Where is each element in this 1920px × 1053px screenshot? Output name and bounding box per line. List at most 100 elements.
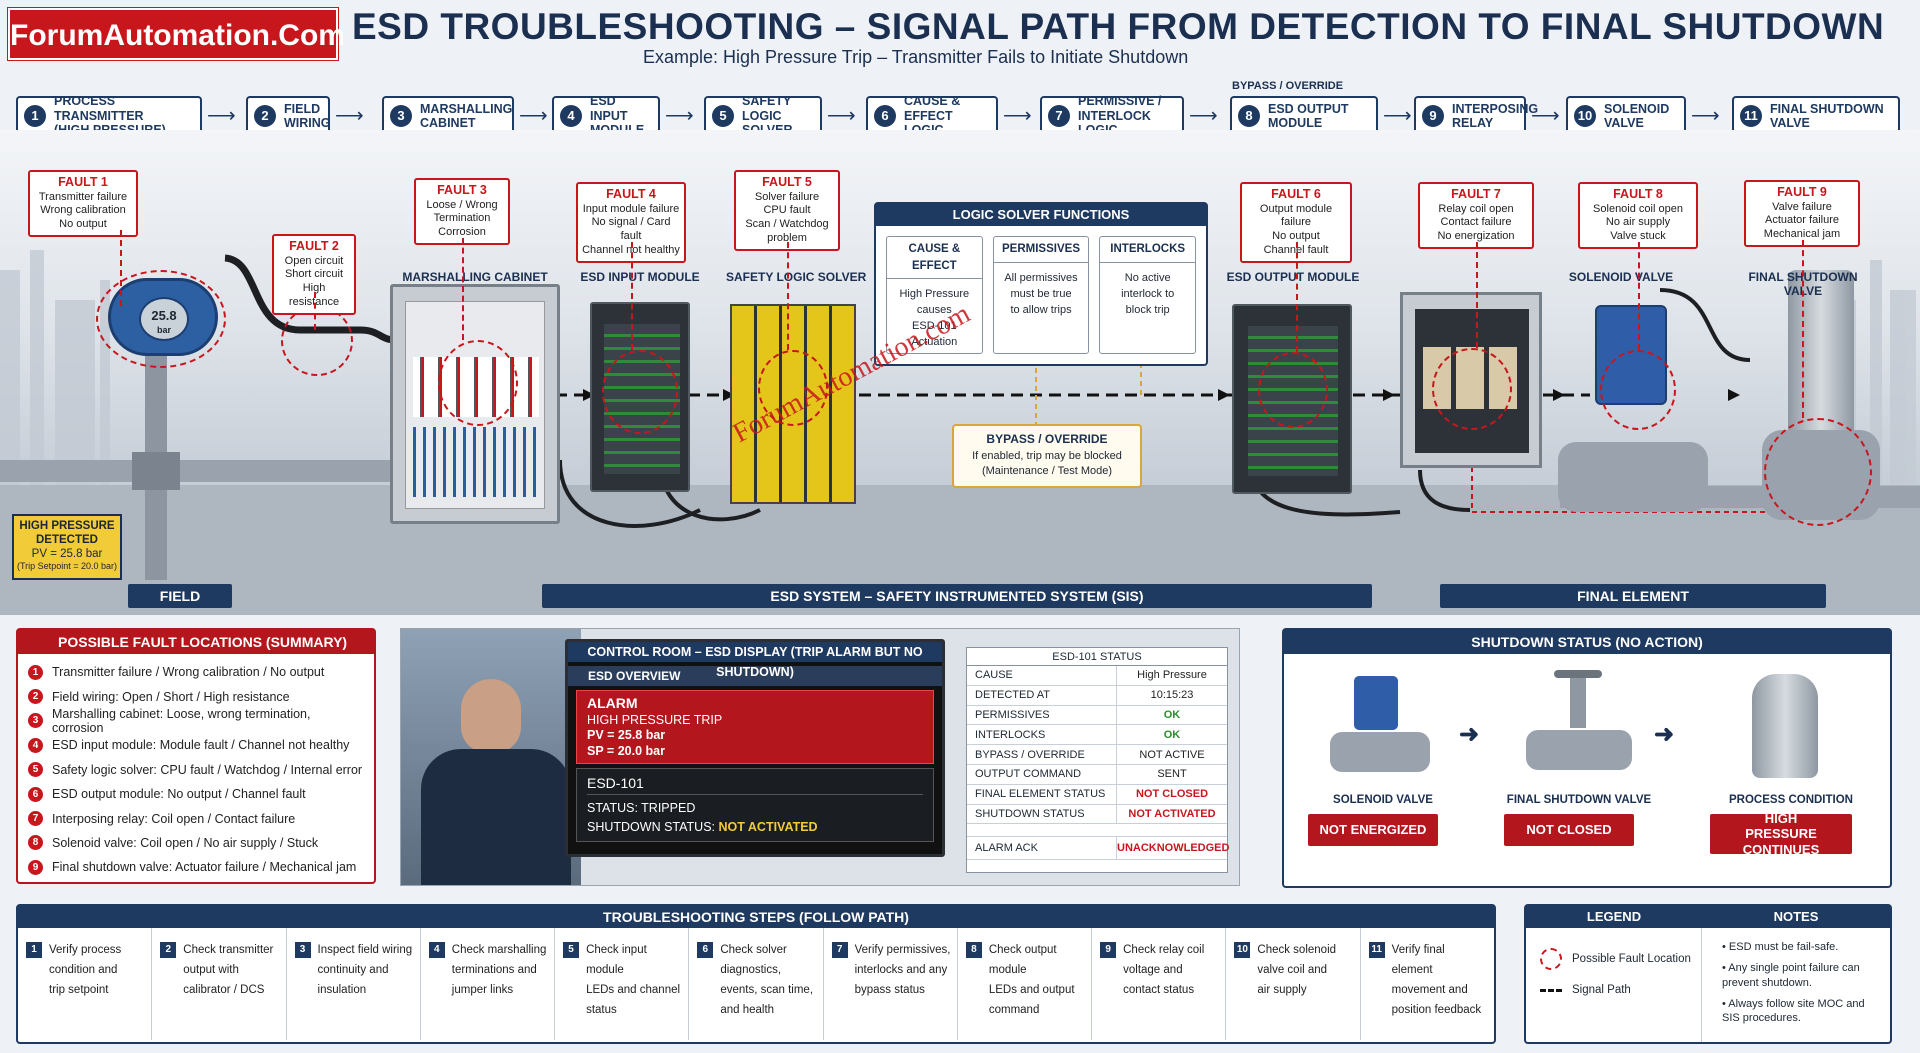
- status-key: SHUTDOWN STATUS: [967, 804, 1117, 824]
- caption-input-module: ESD INPUT MODULE: [580, 270, 700, 284]
- alarm-ack-row: ALARM ACK UNACKNOWLEDGED: [967, 836, 1229, 861]
- fault-summary-text: ESD input module: Module fault / Channel…: [52, 738, 350, 753]
- path-arrow-icon: ⟶: [519, 105, 548, 127]
- troubleshooting-step-line: Check relay coil: [1123, 944, 1205, 956]
- status-value: NOT ACTIVE: [1139, 748, 1205, 761]
- troubleshooting-step-line: Check input module: [586, 944, 647, 976]
- fault-ring-1: [96, 270, 226, 368]
- path-step-label-line1: SOLENOID VALVE: [1604, 101, 1670, 130]
- troubleshooting-step-number: 8: [965, 942, 982, 958]
- fault-title: FAULT 2: [289, 239, 339, 253]
- fault-connector: [631, 242, 633, 350]
- troubleshooting-step-line: Check output module: [988, 944, 1057, 976]
- path-arrow-icon: ⟶: [1691, 105, 1720, 127]
- fault-connector: [462, 238, 464, 340]
- path-step-label-line1: FIELD: [284, 101, 321, 116]
- troubleshooting-title: TROUBLESHOOTING STEPS (FOLLOW PATH): [18, 906, 1494, 928]
- fault-text: CPU fault: [763, 204, 811, 217]
- fault-text: Solver failure: [754, 190, 820, 203]
- troubleshooting-step-number: 5: [563, 942, 580, 958]
- fault-text: Wrong calibration: [40, 204, 126, 217]
- fault-text: No air supply: [1605, 216, 1671, 229]
- alarm-line1: HIGH PRESSURE TRIP: [587, 712, 723, 727]
- control-room-title: CONTROL ROOM – ESD DISPLAY (TRIP ALARM B…: [568, 642, 942, 679]
- operator-scene: [401, 629, 581, 885]
- logic-box-line: causes: [916, 304, 952, 317]
- status-value: 10:15:23: [1150, 689, 1194, 702]
- brand-logo: ForumAutomation.Com: [8, 8, 345, 60]
- page-title: ESD TROUBLESHOOTING – SIGNAL PATH FROM D…: [352, 6, 1885, 47]
- status-key: FINAL ELEMENT STATUS: [967, 784, 1117, 804]
- logic-box-body: No active interlock to block trip: [1100, 263, 1195, 327]
- fault-connector: [1638, 242, 1640, 350]
- status-key: PERMISSIVES: [967, 705, 1117, 725]
- shutdown-status-title: SHUTDOWN STATUS (NO ACTION): [1284, 630, 1890, 654]
- path-step-label-line1: MARSHALLING: [420, 101, 513, 116]
- troubleshooting-step-number: 2: [160, 942, 177, 958]
- fault-text: Solenoid coil open: [1593, 202, 1683, 215]
- fault-summary-text: Field wiring: Open / Short / High resist…: [52, 689, 290, 704]
- path-step-label-line2: WIRING: [284, 116, 331, 130]
- path-arrow-icon: ⟶: [1383, 105, 1412, 127]
- fault-text: Loose / Wrong: [426, 198, 498, 211]
- path-step-label-line1: PROCESS TRANSMITTER: [54, 94, 144, 123]
- path-step-label-line1: PERMISSIVE /: [1078, 94, 1162, 109]
- troubleshooting-step-number: 9: [1100, 942, 1117, 958]
- path-arrow-icon: ⟶: [1189, 105, 1218, 127]
- status-table-title: ESD-101 STATUS: [967, 648, 1227, 666]
- path-step-label-line2: CABINET: [420, 116, 476, 130]
- fault-ring-4: [602, 350, 678, 434]
- fault-text: Input module failure: [582, 202, 680, 215]
- troubleshooting-step-line: LEDs and output: [988, 984, 1075, 996]
- fault-text: High resistance: [288, 282, 340, 308]
- troubleshooting-step-line: events, scan time,: [720, 984, 814, 996]
- logic-box-line: block trip: [1125, 303, 1170, 316]
- sd-solenoid-icon: [1324, 670, 1444, 780]
- fault-summary-number: 1: [28, 664, 43, 680]
- note-item: • Any single point failure can prevent s…: [1722, 961, 1860, 989]
- bypass-box-line2: (Maintenance / Test Mode): [981, 465, 1113, 478]
- fault-ring-6: [1258, 352, 1328, 428]
- notes-title: NOTES: [1773, 909, 1819, 924]
- logic-box-heading: CAUSE & EFFECT: [887, 237, 982, 280]
- path-step-label-line1: CAUSE & EFFECT: [904, 94, 961, 123]
- shutdown-status-panel: SHUTDOWN STATUS (NO ACTION) ➜ ➜ SOLENOID…: [1282, 628, 1892, 888]
- fault-connector: [1476, 242, 1478, 348]
- hp-badge-l4: (Trip Setpoint = 20.0 bar): [17, 561, 117, 572]
- fault-text: Valve failure: [1772, 200, 1832, 213]
- troubleshooting-step-line: condition and: [49, 964, 118, 976]
- fault-summary-number: 2: [28, 689, 43, 705]
- troubleshooting-step-line: Check transmitter: [183, 944, 274, 956]
- fault-summary-text: Interposing relay: Coil open / Contact f…: [52, 811, 296, 826]
- fault-title: FAULT 6: [1271, 187, 1321, 201]
- fault-ring-3: [438, 340, 518, 426]
- logic-box-line: No active: [1124, 271, 1171, 284]
- alarm-box: ALARM HIGH PRESSURE TRIP PV = 25.8 bar S…: [576, 690, 934, 764]
- logic-box-line: interlock to: [1121, 287, 1175, 300]
- troubleshooting-step-line: movement and: [1391, 984, 1468, 996]
- fault-connector: [314, 292, 316, 330]
- troubleshooting-step-line: calibrator / DCS: [183, 984, 265, 996]
- band-final-element: FINAL ELEMENT: [1440, 584, 1826, 608]
- troubleshooting-step-line: and health: [720, 1004, 775, 1016]
- path-step-number: 7: [1048, 105, 1070, 127]
- path-step-number: 3: [390, 105, 412, 127]
